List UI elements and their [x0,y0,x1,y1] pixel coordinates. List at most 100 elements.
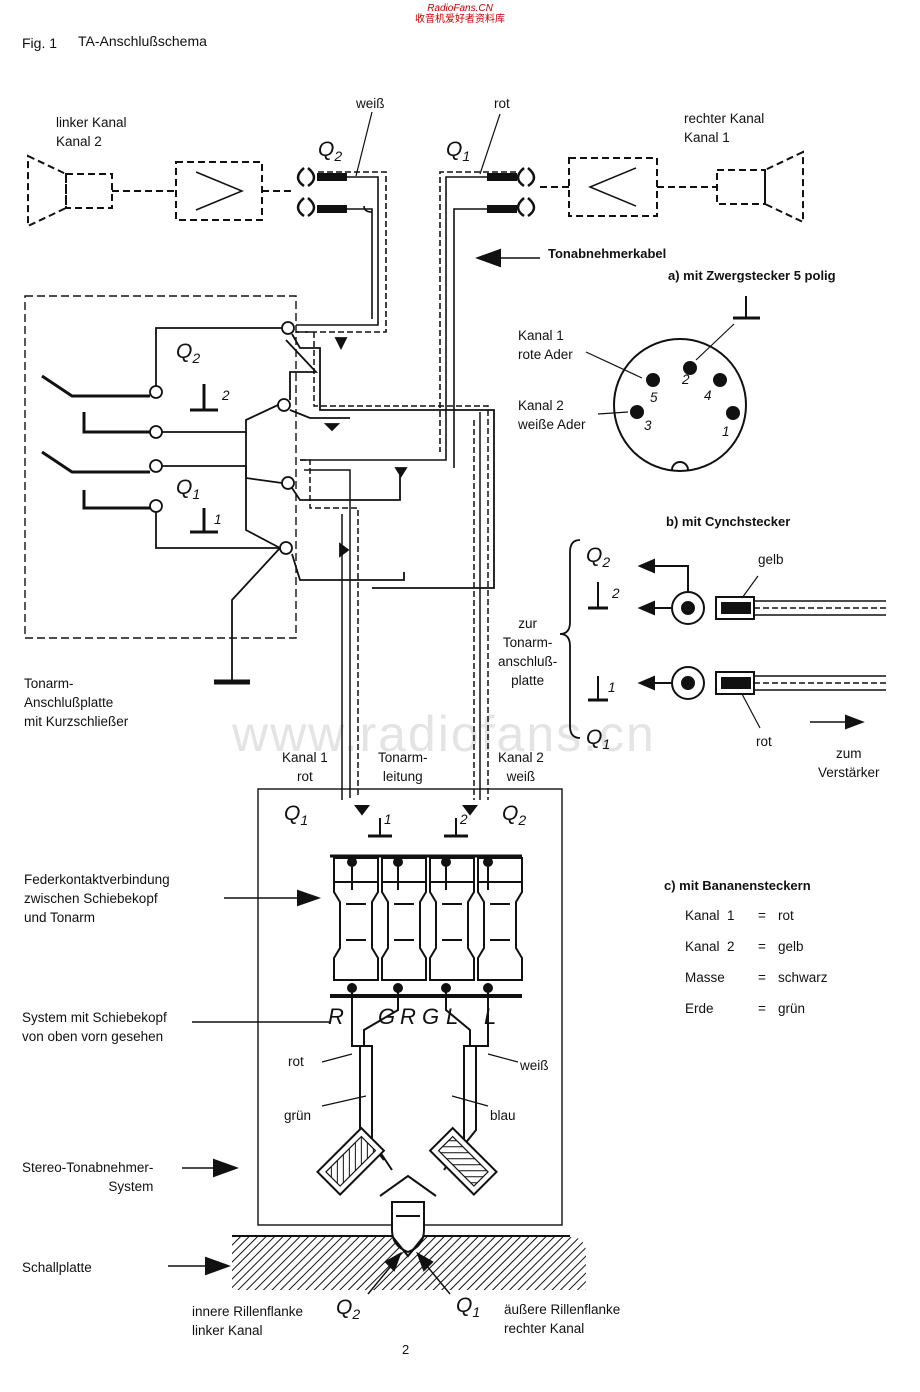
site-tagline: 收音机爱好者资料库 [415,14,505,25]
white-label: weiß [356,96,385,111]
section-c-title: c) mit Bananensteckern [664,878,811,893]
right-amplifier [568,157,658,217]
banana-row-eq: = [758,939,766,954]
banana-row-eq: = [758,1001,766,1016]
pin-label-g1: G [378,1004,396,1029]
kanal1-rot-label: Kanal 1 rot [282,750,328,784]
banana-row-eq: = [758,970,766,985]
tonarm-plate-wiring [41,321,495,685]
tonabnehmerkabel-label: Tonabnehmerkabel [548,246,667,261]
cinch-ground-2: 2 [612,586,620,601]
federkontakt-label: Federkontaktverbindung zwischen Schiebek… [24,872,170,925]
cinch-plugs [559,539,886,739]
outer-flank-label: äußere Rillenflanke rechter Kanal [504,1302,621,1336]
schallplatte-label: Schallplatte [22,1260,92,1275]
box-ground-1: 1 [384,812,392,827]
wire-rot-label: rot [288,1054,304,1069]
q2-symbol-plate: Q2 [176,340,200,366]
pin-label-l1: L [446,1004,459,1029]
banana-row-name: Kanal 1 [685,908,735,923]
stylus [379,1174,437,1254]
q1-symbol-cinch: Q1 [586,726,610,752]
banana-row-color: schwarz [778,970,828,985]
section-b-title: b) mit Cynchstecker [666,514,791,529]
page-number: 2 [402,1342,410,1357]
banana-row-name: Masse [685,970,725,985]
stereo-system-label: Stereo-Tonabnehmer- System [22,1160,154,1194]
figure-title: TA-Anschlußschema [78,33,207,49]
coil-right [428,1126,498,1196]
kanal2-weiss-label: Kanal 2 weiß [498,750,544,784]
pin-5: 5 [650,390,658,405]
q-letter: Q [502,802,519,825]
left-speaker [27,154,113,228]
q-subscript: 1 [472,1304,481,1321]
q-subscript: 2 [334,148,343,165]
wire-gruen-label: grün [284,1108,312,1123]
watermark: www.radiofans.cn [232,706,656,762]
q-subscript: 2 [192,350,201,367]
pin-label-r2: R [400,1004,416,1029]
tonarm-plate-label: Tonarm- Anschlußplatte mit Kurzschließer [24,676,129,729]
tonarm-plate-box [24,295,297,639]
q-letter: Q [586,544,603,567]
coil-left [316,1126,386,1196]
schiebekopf-contacts [330,805,523,998]
q1-symbol-box: Q1 [284,802,308,828]
section-a-title: a) mit Zwergstecker 5 polig [668,268,836,283]
pin-1: 1 [722,424,730,439]
q-letter: Q [284,802,301,825]
q-letter: Q [176,476,193,499]
cinch-ground-1: 1 [608,680,616,695]
gelb-label: gelb [758,552,784,567]
ground-1-label: 1 [214,512,222,527]
banana-row-name: Erde [685,1001,714,1016]
din-plug [585,296,760,472]
right-channel-label: rechter Kanal Kanal 1 [684,111,765,145]
pin-label-l2: L [484,1004,497,1029]
pin-2: 2 [682,372,690,387]
site-name: RadioFans.CN [427,3,493,14]
pin-4: 4 [704,388,712,403]
kanal1-rote-ader: Kanal 1 rote Ader [518,328,573,362]
left-amplifier [175,161,263,221]
box-ground-2: 2 [460,812,468,827]
q-subscript: 1 [602,736,611,753]
cable-right [300,171,516,468]
tonarmleitung-label: Tonarm- leitung [378,750,428,784]
q-subscript: 2 [352,1306,361,1323]
q-letter: Q [456,1294,473,1317]
figure-number: Fig. 1 [22,35,58,51]
system-schiebekopf-label: System mit Schiebekopf von oben vorn ges… [22,1010,167,1044]
q-letter: Q [446,138,463,161]
left-channel-label: linker Kanal Kanal 2 [56,115,127,149]
banana-row-color: rot [778,908,794,923]
banana-row-color: grün [778,1001,806,1016]
inner-flank-label: innere Rillenflanke linker Kanal [192,1304,304,1338]
q-subscript: 1 [192,486,201,503]
site-header: RadioFans.CN 收音机爱好者资料库 [405,3,515,25]
q-letter: Q [176,340,193,363]
q-subscript: 1 [300,812,309,829]
q2-symbol-top: Q2 [318,138,342,164]
wire-weiss-label: weiß [520,1058,549,1073]
q1-symbol-plate: Q1 [176,476,200,502]
q-letter: Q [336,1296,353,1319]
pin-3: 3 [644,418,652,433]
tonarm-leads [296,331,489,800]
banana-row-color: gelb [778,939,804,954]
q-letter: Q [318,138,335,161]
kanal2-weisse-ader: Kanal 2 weiße Ader [518,398,586,432]
q-subscript: 2 [602,554,611,571]
q-subscript: 1 [462,148,471,165]
q2-symbol-box: Q2 [502,802,526,828]
q-subscript: 2 [518,812,527,829]
red-label: rot [494,96,510,111]
q-letter: Q [586,726,603,749]
zur-tonarm-label: zur Tonarm- anschluß- platte [498,616,558,688]
q2-symbol-groove: Q2 [336,1296,360,1322]
q1-symbol-top: Q1 [446,138,470,164]
banana-row-eq: = [758,908,766,923]
banana-row-name: Kanal 2 [685,939,735,954]
